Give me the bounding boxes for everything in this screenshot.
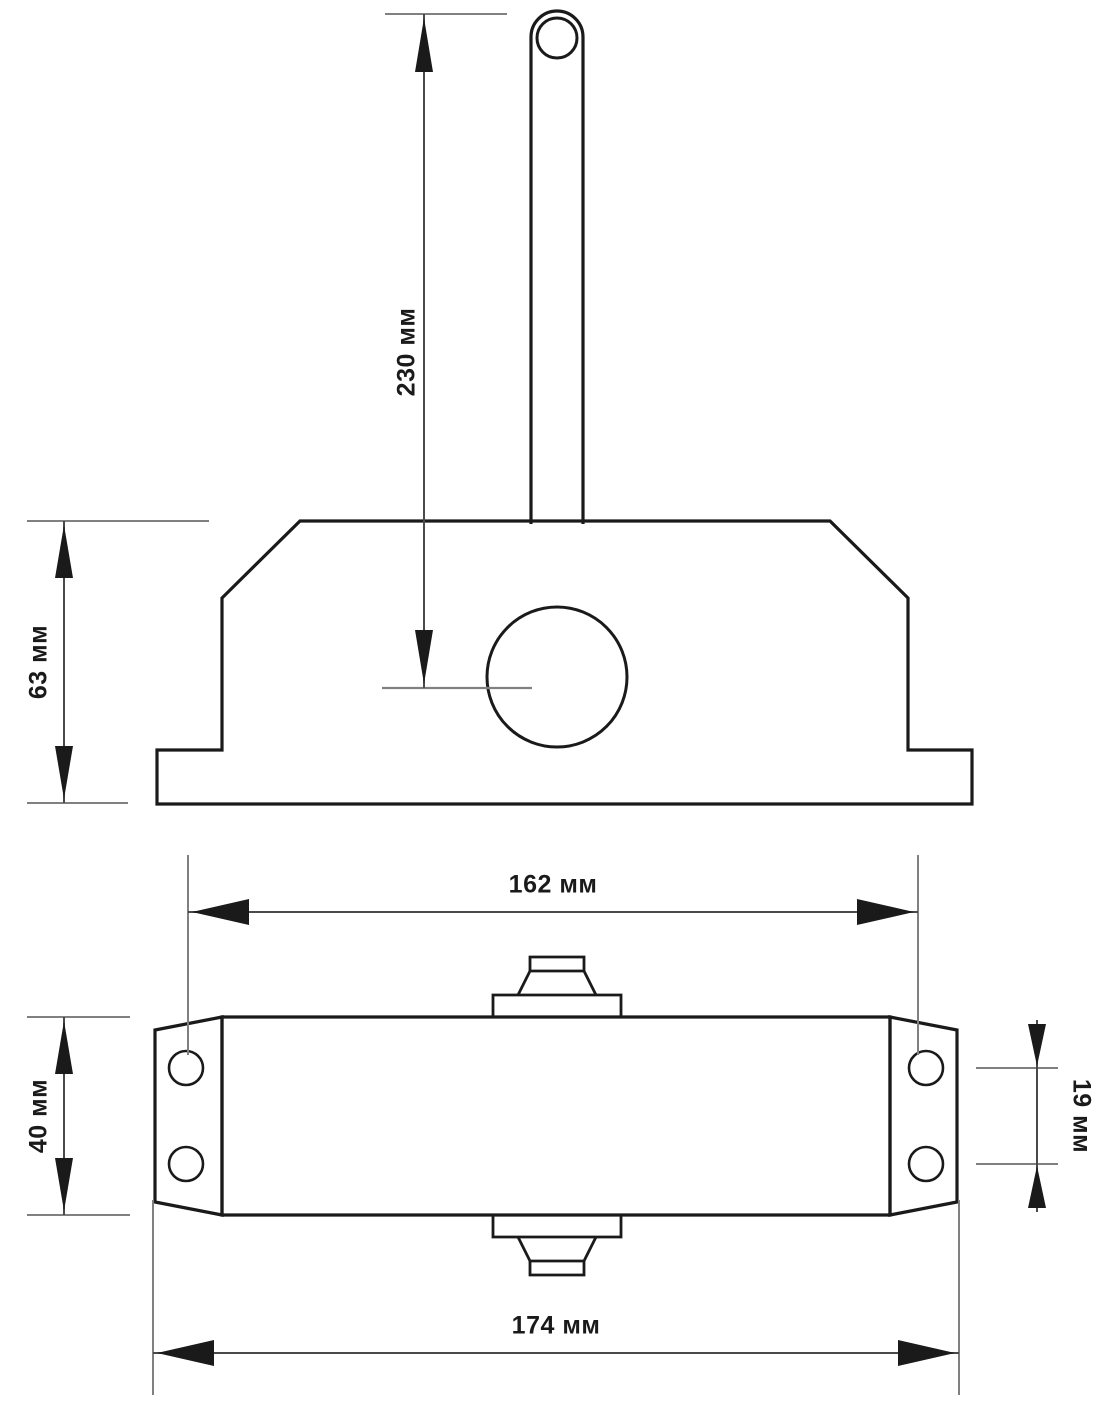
- dim-162-arrow-left-icon: [192, 899, 249, 925]
- bottom-center-boss-base: [491, 1215, 623, 1239]
- dimension-40mm: 40 мм: [25, 1016, 130, 1216]
- arm-pivot-hole-icon: [535, 16, 579, 60]
- body-front-outline: [155, 519, 974, 806]
- dim-230-label: 230 мм: [393, 308, 421, 397]
- left-mounting-hole-lower-icon: [167, 1145, 205, 1183]
- dim-162-label: 162 мм: [509, 871, 598, 899]
- right-mounting-hole-upper-icon: [907, 1049, 945, 1087]
- right-mounting-hole-lower-icon: [907, 1145, 945, 1183]
- top-center-boss-base: [491, 993, 623, 1017]
- body-plan-rectangle: [220, 1015, 892, 1217]
- dim-19-arrow-top-icon: [1028, 1024, 1046, 1066]
- right-mounting-plate-outline: [888, 1015, 959, 1217]
- dim-162-arrow-right-icon: [857, 899, 914, 925]
- dimension-230mm: 230 мм: [382, 13, 532, 689]
- dim-63-arrow-bottom-icon: [55, 746, 73, 799]
- dim-19-arrow-bottom-icon: [1028, 1166, 1046, 1208]
- shaft-boss-circle-icon: [485, 605, 629, 749]
- dim-63-label: 63 мм: [25, 625, 53, 699]
- top-center-boss-neck: [516, 969, 598, 996]
- dim-174-arrow-left-icon: [157, 1340, 214, 1366]
- top-center-boss-cap: [528, 955, 586, 971]
- dimension-19mm: 19 мм: [976, 1020, 1095, 1212]
- bottom-center-boss-cap: [528, 1261, 586, 1277]
- dim-40-arrow-bottom-icon: [55, 1158, 73, 1211]
- lever-arm-outline: [529, 9, 585, 524]
- dim-174-label: 174 мм: [512, 1312, 601, 1340]
- dimension-174mm: 174 мм: [152, 1200, 960, 1395]
- left-mounting-hole-upper-icon: [167, 1049, 205, 1087]
- dim-230-arrow-top-icon: [415, 18, 433, 72]
- dim-40-arrow-top-icon: [55, 1021, 73, 1074]
- plan-view: [153, 955, 959, 1277]
- dim-19-label: 19 мм: [1067, 1079, 1095, 1153]
- bottom-center-boss-neck: [516, 1236, 598, 1263]
- dimension-63mm: 63 мм: [25, 520, 209, 804]
- dimension-162mm: 162 мм: [187, 855, 919, 1055]
- front-elevation-view: [155, 9, 974, 806]
- dim-174-arrow-right-icon: [898, 1340, 955, 1366]
- dim-63-arrow-top-icon: [55, 525, 73, 578]
- dim-230-arrow-bottom-icon: [415, 630, 433, 684]
- dim-40-label: 40 мм: [25, 1079, 53, 1153]
